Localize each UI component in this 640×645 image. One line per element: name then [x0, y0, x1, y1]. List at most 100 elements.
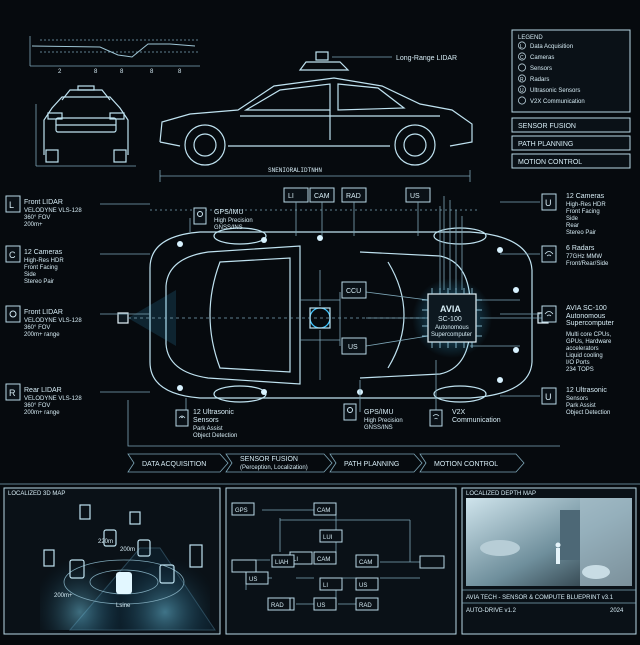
graph-node	[355, 597, 379, 611]
svg-text:R: R	[520, 77, 524, 83]
footer-title: AVIA TECH - SENSOR & COMPUTE BLUEPRINT v…	[466, 595, 614, 601]
sensor-title: 6 Radars	[566, 245, 595, 252]
svg-text:L: L	[520, 44, 523, 50]
svg-text:Side: Side	[566, 216, 579, 222]
wifi-icon	[518, 96, 526, 105]
graph-node-label: LIAH	[275, 560, 288, 566]
svg-text:12 Ultrasonic: 12 Ultrasonic	[193, 409, 234, 416]
svg-text:Autonomous: Autonomous	[566, 313, 606, 320]
bus-box-label: US	[410, 193, 420, 200]
graph-node	[245, 571, 269, 585]
pipeline-step	[127, 453, 229, 473]
legend-item-label: V2X Communication	[530, 99, 585, 105]
svg-text:High Precision: High Precision	[214, 218, 253, 224]
svg-text:Front/Rear/Side: Front/Rear/Side	[566, 261, 609, 267]
lidar-letter-icon: L	[518, 41, 526, 50]
pipeline-step-label: MOTION CONTROL	[434, 461, 498, 468]
stage-box	[511, 153, 631, 169]
svg-text:360° FOV: 360° FOV	[24, 403, 50, 409]
svg-text:Lsine: Lsine	[116, 603, 131, 609]
sensor-title: Front LIDAR	[24, 199, 63, 206]
pipeline-step-label: PATH PLANNING	[344, 461, 399, 468]
svg-text:U: U	[520, 88, 524, 94]
bus-box-label: CAM	[314, 193, 330, 200]
v2x-panel: V2X Communication	[429, 409, 501, 427]
bus-box-label: LI	[288, 193, 294, 200]
graph-node-label: LI	[323, 583, 328, 589]
svg-text:Side: Side	[24, 272, 37, 278]
pipeline-step	[419, 453, 525, 473]
footer-year: 2024	[610, 608, 624, 614]
sensor-title: 12 Cameras	[24, 249, 63, 256]
right-sensor-panel: AVIA SC-100AutonomousSupercomputerMulti …	[500, 305, 615, 373]
sensor-bus-row: LI CAM RAD US	[283, 187, 431, 203]
graph-node	[313, 502, 337, 516]
dimension-label: SNENIORALIDTNHN	[268, 167, 322, 174]
svg-text:77GHz MMW: 77GHz MMW	[566, 254, 602, 260]
graph-node-label: GPS	[235, 508, 248, 514]
graph-node-label: RAD	[271, 603, 284, 609]
graph-node-label: US	[249, 577, 257, 583]
graph-node	[355, 554, 379, 568]
localized-3d-map: LOCALIZED 3D MAP 220m 200m 200m+ Lsine	[3, 487, 221, 635]
svg-text:Front Facing: Front Facing	[24, 265, 58, 271]
sensor-title: AVIA SC-100	[566, 305, 607, 312]
graph-node-label: CAM	[317, 557, 330, 563]
svg-text:200m+: 200m+	[54, 593, 73, 599]
svg-text:C: C	[520, 55, 524, 61]
graph-node-label: US	[317, 603, 325, 609]
sensor-title: 12 Cameras	[566, 193, 605, 200]
stage-box-label: PATH PLANNING	[518, 141, 573, 148]
camera-letter-icon: C	[518, 52, 526, 61]
svg-text:200m+ range: 200m+ range	[24, 332, 60, 338]
long-range-lidar-label: Long-Range LIDAR	[396, 55, 457, 62]
svg-text:U: U	[545, 198, 552, 208]
dimension-line: SNENIORALIDTNHN	[159, 167, 471, 182]
graph-node	[313, 551, 337, 565]
graph-node	[231, 502, 255, 516]
svg-text:U: U	[545, 392, 552, 402]
svg-text:VELODYNE VLS-128: VELODYNE VLS-128	[24, 396, 82, 402]
car-front-view	[35, 85, 136, 167]
svg-text:8: 8	[178, 69, 182, 75]
car-top-view	[149, 227, 533, 403]
footer-version: AUTO-DRIVE v1.2	[466, 608, 517, 614]
svg-text:Supercomputer: Supercomputer	[566, 320, 615, 327]
pipeline-step-label: SENSOR FUSION	[240, 456, 298, 463]
svg-text:200m+: 200m+	[24, 222, 43, 228]
ccu-box-label: CCU	[346, 288, 361, 295]
svg-text:Stereo Pair: Stereo Pair	[566, 230, 596, 236]
svg-text:High Precision: High Precision	[364, 418, 403, 424]
svg-text:360° FOV: 360° FOV	[24, 325, 50, 331]
graph-node-label: RAD	[359, 603, 372, 609]
svg-text:220m: 220m	[98, 539, 113, 545]
bus-box-label: RAD	[346, 193, 361, 200]
gps-top-panel: GPS/IMU High Precision GNSS/INS	[193, 207, 253, 231]
sensor-title: Front LIDAR	[24, 309, 63, 316]
pipeline-step	[225, 453, 333, 473]
graph-node-label: LUI	[323, 535, 333, 541]
svg-text:High-Res HDR: High-Res HDR	[24, 258, 64, 264]
ultrasonic-bottom-panel: 12 Ultrasonic Sensors Park Assist Object…	[175, 409, 237, 439]
svg-text:V2X: V2X	[452, 409, 466, 416]
svg-text:Communication: Communication	[452, 417, 501, 424]
sensor-title: Rear LIDAR	[24, 387, 62, 394]
pipeline-step-sub: (Perception, Localization)	[240, 465, 308, 471]
svg-text:8: 8	[94, 69, 98, 75]
sensor-icon	[518, 63, 526, 72]
chip-model: SC-100	[438, 316, 462, 323]
svg-text:234 TOPS: 234 TOPS	[566, 367, 594, 373]
svg-text:I/O Ports: I/O Ports	[566, 360, 590, 366]
svg-text:High-Res HDR: High-Res HDR	[566, 202, 606, 208]
svg-text:8: 8	[120, 69, 124, 75]
svg-text:8: 8	[150, 69, 154, 75]
svg-text:Multi core CPUs,: Multi core CPUs,	[566, 332, 611, 338]
svg-text:GNSS/INS: GNSS/INS	[364, 425, 393, 431]
svg-text:Liquid cooling: Liquid cooling	[566, 353, 603, 359]
